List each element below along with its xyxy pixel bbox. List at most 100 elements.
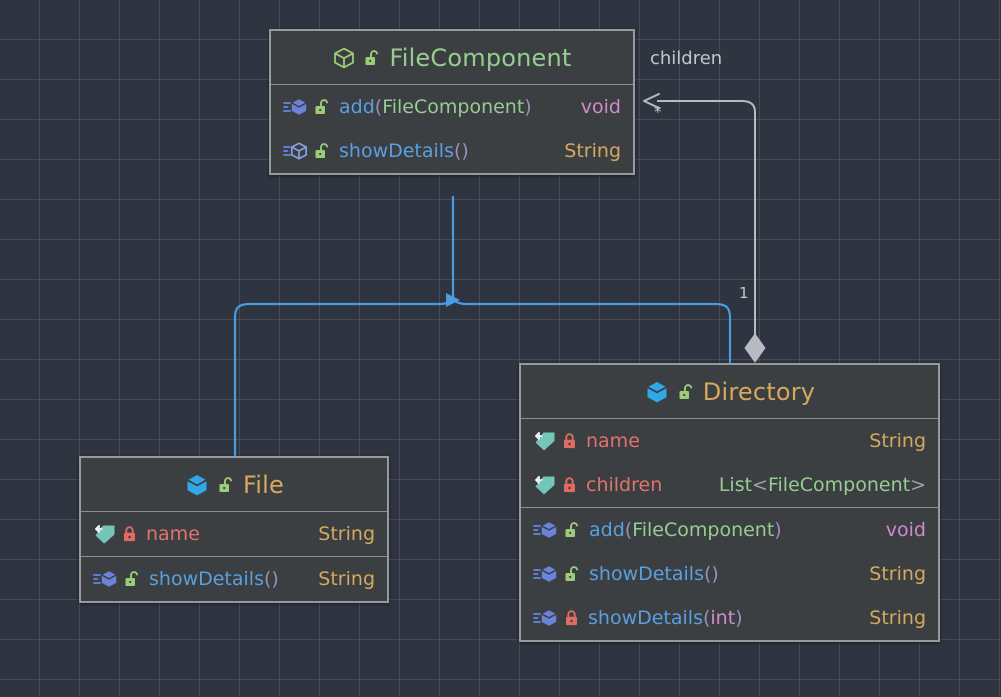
lock-red-icon [122,525,138,543]
lock-red-icon [564,609,580,627]
unlock-green-icon [678,383,695,401]
open-paren: ( [263,568,272,590]
generic-arg: FileComponent [767,474,911,496]
method-filled-icon [533,520,559,540]
cube-filled-blue-icon [184,472,210,498]
method-filled-icon [283,97,309,117]
method-return-type: String [318,568,375,590]
methods-section: add ( FileComponent ) void [271,85,633,173]
unlock-green-icon [314,98,331,116]
methods-section: showDetails ( ) String [81,556,387,601]
row-icon-group [533,520,581,540]
method-row[interactable]: add ( FileComponent ) void [521,508,938,552]
method-row[interactable]: showDetails ( ) String [521,552,938,596]
method-params: FileComponent [382,96,525,118]
edge-label-children: children [650,48,723,69]
method-signature: showDetails ( int ) [588,607,855,629]
close-paren: ) [271,568,279,590]
close-paren: ) [735,607,743,629]
class-node-file[interactable]: File [79,456,389,603]
close-paren: ) [774,519,782,541]
open-paren: ( [703,563,712,585]
method-name: showDetails [149,568,264,590]
unlock-green-icon [564,521,581,539]
method-row[interactable]: showDetails ( ) String [271,129,633,173]
method-filled-icon [533,564,559,584]
field-name: children [586,474,663,496]
aggregation-edge [643,93,766,363]
unlock-green-icon [364,49,381,67]
class-header: FileComponent [271,31,633,85]
field-type: String [869,430,926,452]
unlock-green-icon [218,476,235,494]
method-filled-icon [533,608,559,628]
fields-section: name String [521,419,938,507]
method-name: showDetails [589,563,704,585]
open-paren: ( [702,607,711,629]
class-node-filecomponent[interactable]: FileComponent [269,29,635,175]
cube-outline-green-icon [332,46,356,70]
field-name: name [146,523,200,545]
method-return-type: String [869,563,926,585]
field-final-tag-icon [533,474,557,496]
row-icon-group [283,97,331,117]
row-icon-group [533,564,581,584]
field-row[interactable]: children List<FileComponent> [521,463,938,507]
method-filled-icon [93,569,119,589]
method-row[interactable]: showDetails ( int ) String [521,596,938,640]
row-icon-group [533,608,580,628]
method-signature: showDetails ( ) [149,568,304,590]
close-paren: ) [711,563,719,585]
class-title: File [243,470,284,499]
method-signature: showDetails ( ) [589,563,855,585]
method-params: FileComponent [632,519,775,541]
class-title: Directory [702,377,816,406]
method-name: add [589,519,625,541]
field-row[interactable]: name String [81,512,387,556]
unlock-green-icon [124,570,141,588]
method-return-type: void [885,519,926,541]
open-paren: ( [374,96,383,118]
class-header: Directory [521,365,938,419]
methods-section: add ( FileComponent ) void [521,507,938,640]
field-final-tag-icon [533,430,557,452]
generic-close: > [910,474,926,496]
method-name: add [339,96,375,118]
row-icon-group [533,474,578,496]
generic-open: < [752,474,768,496]
field-type: String [318,523,375,545]
unlock-green-icon [314,142,331,160]
fields-section: name String [81,512,387,556]
generic-base: List [718,474,753,496]
cube-filled-blue-icon [644,379,670,405]
method-abstract-icon [283,141,309,161]
row-icon-group [533,430,578,452]
method-row[interactable]: showDetails ( ) String [81,557,387,601]
close-paren: ) [461,140,469,162]
field-name-wrap: name [146,523,304,545]
method-name: showDetails [339,140,454,162]
method-params: int [710,607,736,629]
class-node-directory[interactable]: Directory [519,363,940,642]
edge-multiplicity-target: * [654,103,662,121]
class-title: FileComponent [389,43,572,72]
open-paren: ( [624,519,633,541]
close-paren: ) [524,96,532,118]
method-signature: add ( FileComponent ) [339,96,567,118]
method-row[interactable]: add ( FileComponent ) void [271,85,633,129]
field-name: name [586,430,640,452]
lock-red-icon [562,432,578,450]
field-row[interactable]: name String [521,419,938,463]
field-type: List<FileComponent> [705,474,926,496]
method-return-type: String [564,140,621,162]
method-name: showDetails [588,607,703,629]
row-icon-group [93,523,138,545]
method-return-type: String [869,607,926,629]
method-signature: showDetails ( ) [339,140,550,162]
row-icon-group [93,569,141,589]
field-name-wrap: name [586,430,855,452]
field-name-wrap: children [586,474,705,496]
lock-red-icon [562,476,578,494]
class-header: File [81,458,387,512]
